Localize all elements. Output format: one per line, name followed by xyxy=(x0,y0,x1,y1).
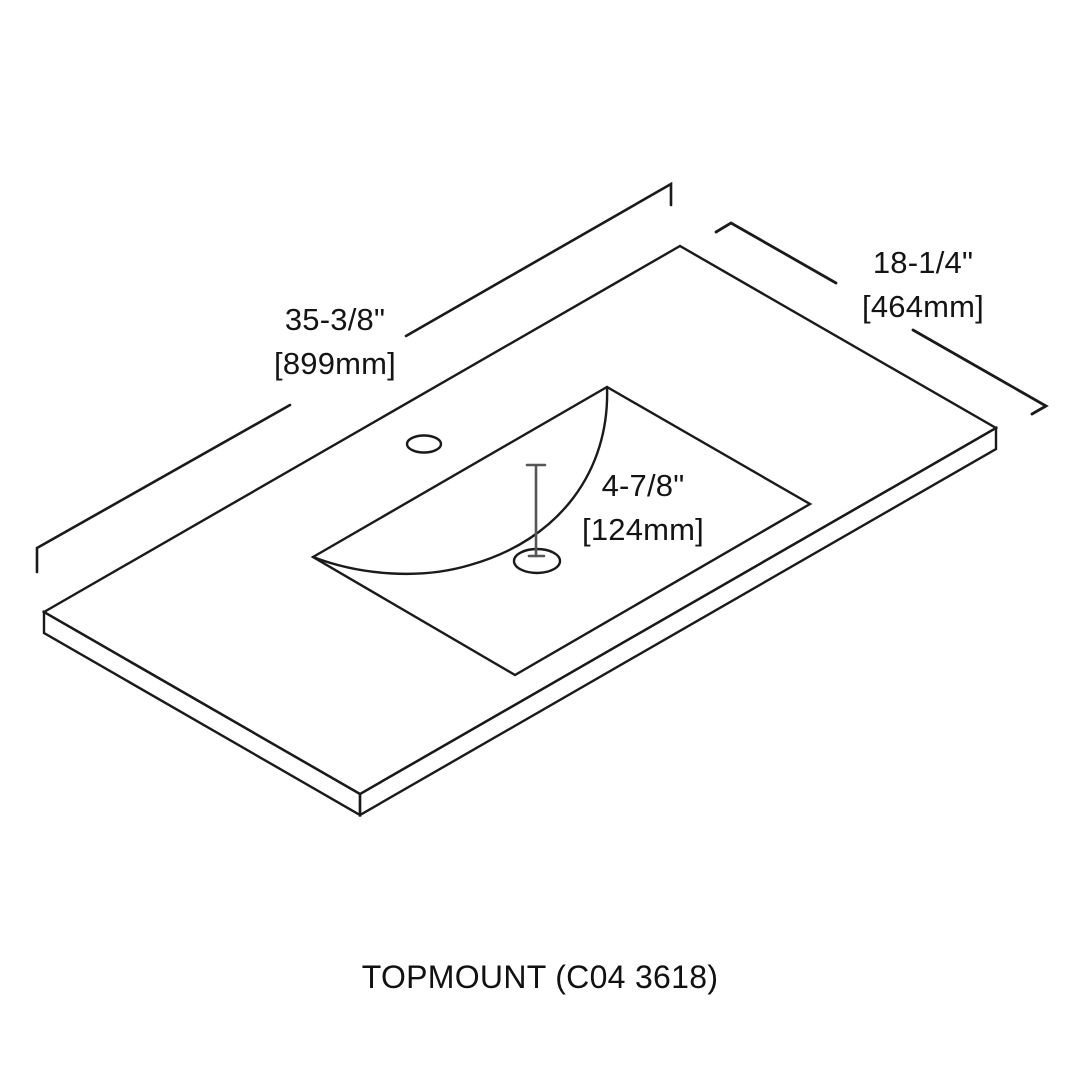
countertop-front-edge xyxy=(42,609,362,818)
sink-basin xyxy=(310,385,813,677)
length-dimension-label: 35-3/8" [899mm] xyxy=(240,298,430,386)
countertop-slab xyxy=(41,244,999,818)
depth-imperial: 18-1/4" xyxy=(872,245,974,280)
depth-dimension-label: 18-1/4" [464mm] xyxy=(828,241,1018,329)
length-imperial: 35-3/8" xyxy=(284,302,386,337)
depth-dimension-line xyxy=(714,221,1049,416)
basin-rim xyxy=(310,385,813,677)
length-metric: [899mm] xyxy=(274,346,396,381)
basin-depth-imperial: 4-7/8" xyxy=(601,468,685,503)
basin-depth-metric: [124mm] xyxy=(582,512,704,547)
basin-bowl-curve xyxy=(311,385,609,576)
model-caption: TOPMOUNT (C04 3618) xyxy=(361,959,719,995)
basin-depth-dimension-label: 4-7/8" [124mm] xyxy=(548,464,738,552)
length-dimension-line xyxy=(35,181,673,574)
basin-depth-marker xyxy=(525,463,547,558)
faucet-hole xyxy=(405,434,443,454)
depth-metric: [464mm] xyxy=(862,289,984,324)
countertop-side-edge xyxy=(358,425,998,818)
